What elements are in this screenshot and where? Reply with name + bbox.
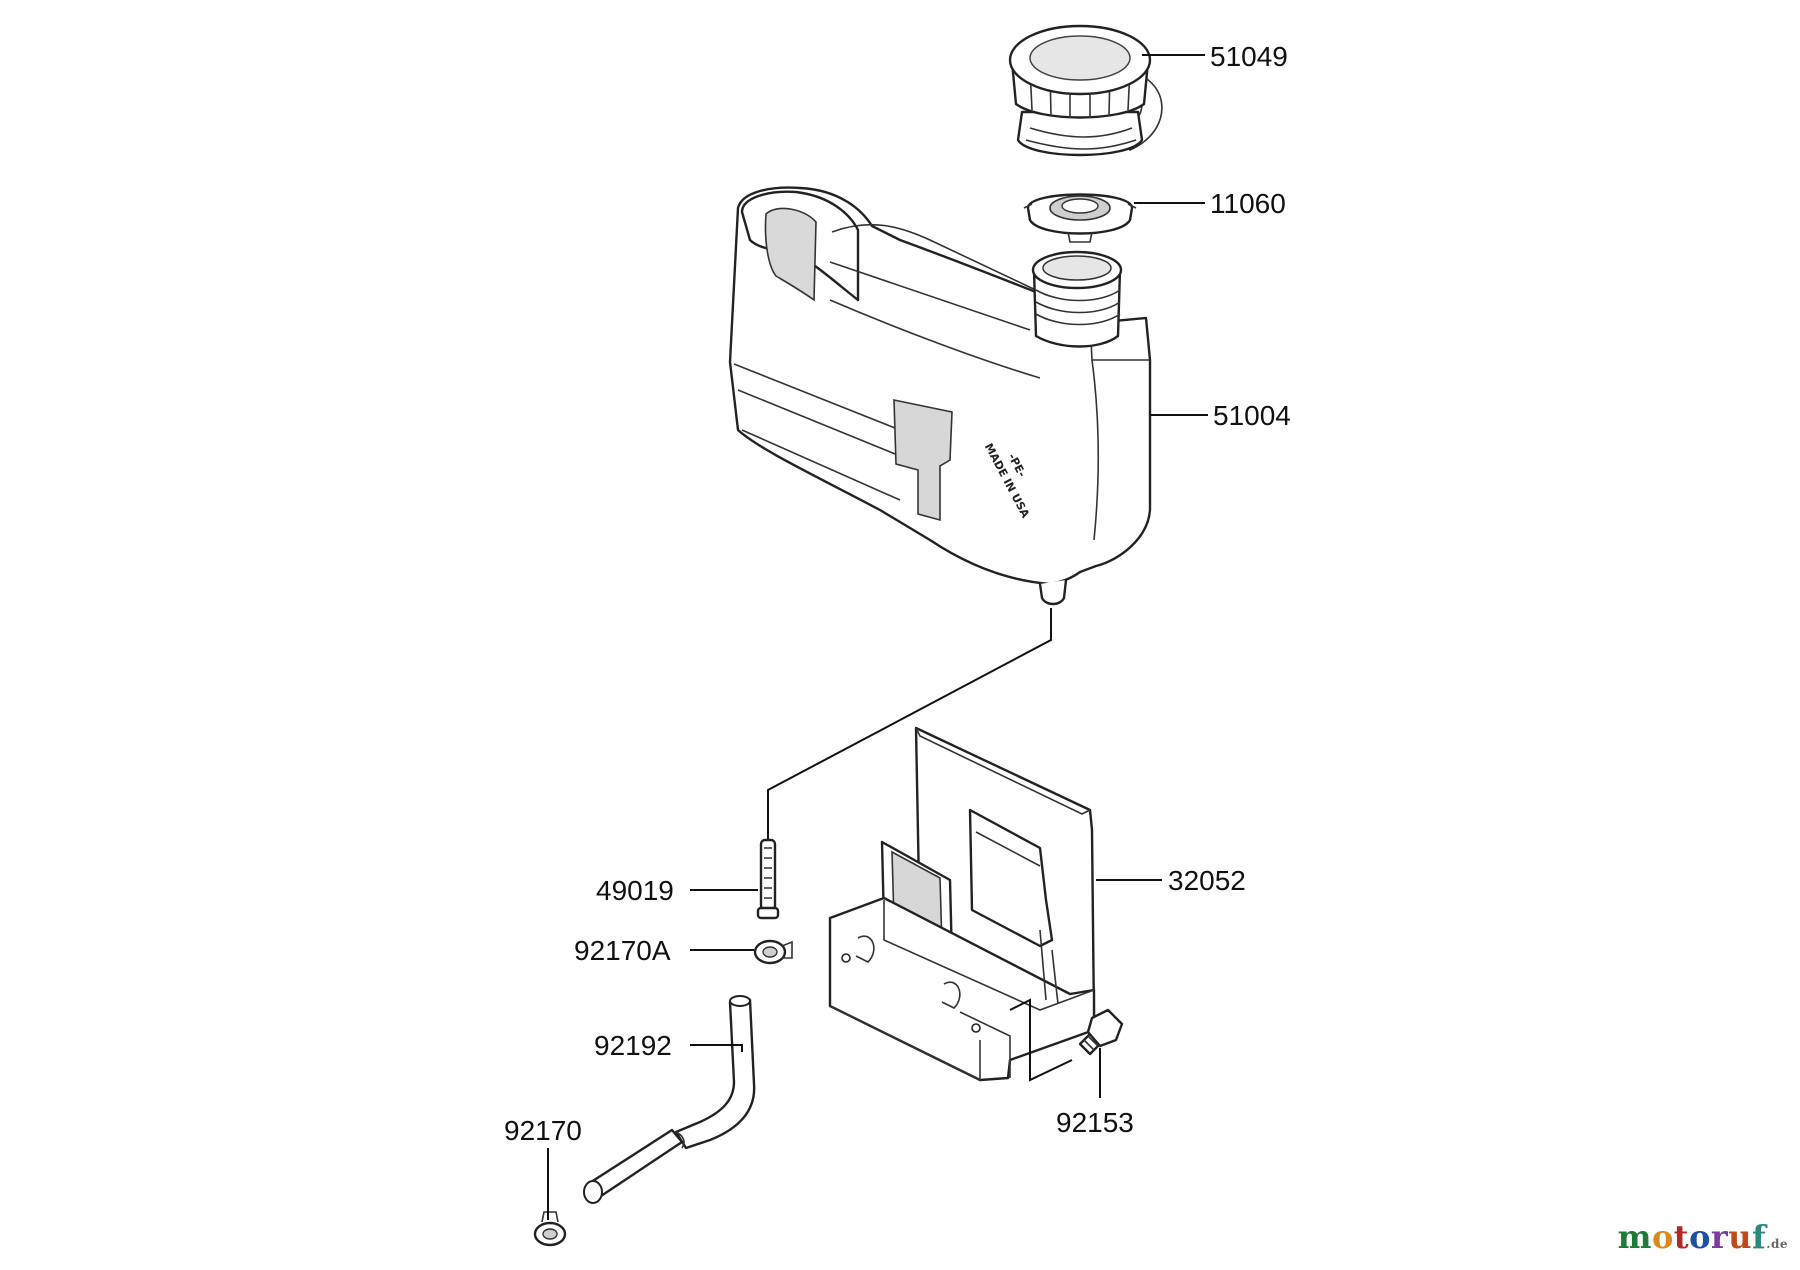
part-label-51004: 51004	[1213, 400, 1291, 431]
watermark-letter: r	[1710, 1218, 1729, 1256]
part-label-49019: 49019	[596, 875, 674, 906]
part-label-32052: 32052	[1168, 865, 1246, 896]
watermark-letter: t	[1673, 1218, 1690, 1256]
hose-clamp-upper-part[interactable]	[753, 939, 793, 965]
fuel-hose-part[interactable]	[583, 995, 756, 1204]
hose-clamp-lower-part[interactable]	[533, 1211, 567, 1247]
watermark-suffix: .de	[1766, 1237, 1788, 1251]
leader-line-92192	[690, 1044, 743, 1052]
connection-line-tank-filter	[767, 608, 1052, 840]
part-label-92153: 92153	[1056, 1107, 1134, 1138]
part-label-51049: 51049	[1210, 41, 1288, 72]
watermark-letter: m	[1617, 1218, 1652, 1256]
cap-gasket-part[interactable]	[1023, 193, 1137, 243]
part-label-92192: 92192	[594, 1030, 672, 1061]
mounting-bolt-part[interactable]	[1078, 1008, 1124, 1056]
watermark-letter: o	[1651, 1218, 1674, 1256]
part-label-11060: 11060	[1210, 188, 1286, 219]
site-watermark-logo: motoruf.de	[1618, 1218, 1788, 1256]
fuel-cap-part[interactable]	[1008, 24, 1163, 157]
fuel-tank-part[interactable]: -PE- MADE IN USA	[728, 186, 1152, 606]
watermark-letter: o	[1689, 1218, 1711, 1256]
part-label-92170A: 92170A	[574, 935, 671, 966]
part-label-92170: 92170	[504, 1115, 582, 1146]
connection-line-bracket-bolt	[1009, 998, 1073, 1082]
watermark-letter: u	[1728, 1218, 1753, 1256]
watermark-letter: f	[1752, 1218, 1767, 1256]
fuel-filter-part[interactable]	[756, 838, 780, 920]
tank-bracket-part[interactable]	[828, 726, 1096, 1082]
